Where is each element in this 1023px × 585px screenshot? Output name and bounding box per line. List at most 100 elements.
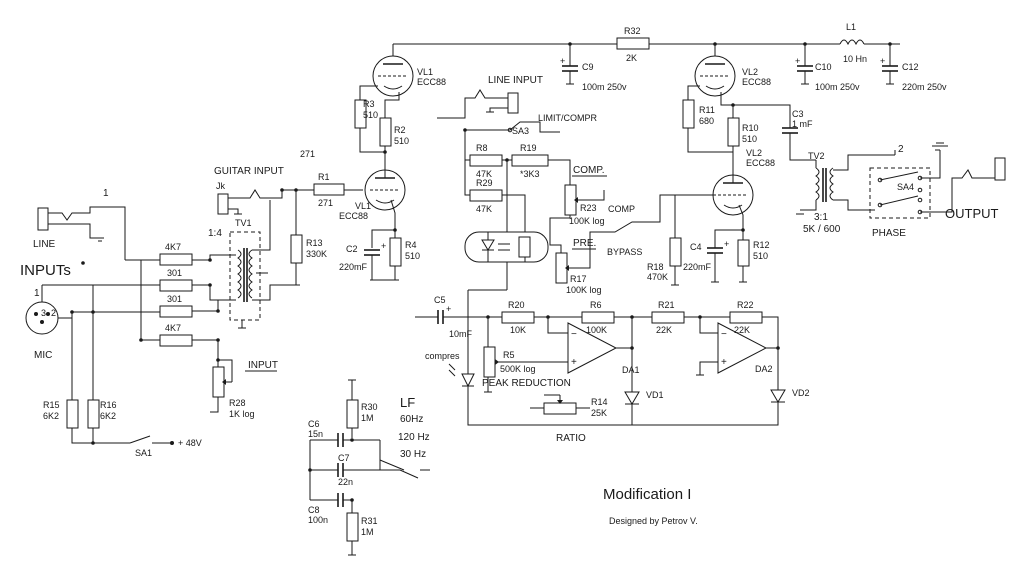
output-label: OUTPUT bbox=[945, 206, 999, 221]
c10-plus: + bbox=[795, 56, 800, 66]
r12-label: R12 bbox=[753, 240, 770, 250]
r19-value: *3K3 bbox=[520, 169, 540, 179]
lf-120hz: 120 Hz bbox=[398, 432, 430, 443]
r29-label: R29 bbox=[476, 178, 493, 188]
c8-value: 100n bbox=[308, 515, 328, 525]
r23-value: 100K log bbox=[569, 216, 605, 226]
vl1-a-label: VL1 bbox=[417, 67, 433, 77]
r11-label: R11 bbox=[699, 105, 715, 115]
node-271-label: 271 bbox=[300, 149, 315, 159]
r14-value: 25K bbox=[591, 408, 607, 418]
tv2-label: TV2 bbox=[808, 151, 825, 161]
r-301-b: 301 bbox=[167, 294, 182, 304]
r32-label: R32 bbox=[624, 26, 641, 36]
c8-label: C8 bbox=[308, 505, 320, 515]
r15-label: R15 bbox=[43, 400, 60, 410]
c10-label: C10 bbox=[815, 62, 832, 72]
r10-value: 510 bbox=[742, 134, 757, 144]
title: Modification I bbox=[603, 486, 691, 503]
r8-value: 47K bbox=[476, 169, 492, 179]
guitar-input-label: GUITAR INPUT bbox=[214, 166, 284, 177]
lf-30hz: 30 Hz bbox=[400, 449, 426, 460]
c5-plus: + bbox=[446, 304, 451, 314]
tv2-ratio: 3:1 bbox=[814, 212, 828, 223]
l1-label: L1 bbox=[846, 22, 856, 32]
r4-value: 510 bbox=[405, 251, 420, 261]
c6-label: C6 bbox=[308, 419, 320, 429]
pin-1: 1 bbox=[34, 288, 40, 299]
da1-minus: − bbox=[571, 329, 577, 340]
c2-value: 220mF bbox=[339, 262, 368, 272]
r30-label: R30 bbox=[361, 402, 378, 412]
r21-label: R21 bbox=[658, 300, 675, 310]
c12-plus: + bbox=[880, 56, 885, 66]
peak-reduction-label: PEAK REDUCTION bbox=[482, 378, 571, 389]
r28-value: 1K log bbox=[229, 409, 255, 419]
r30-value: 1M bbox=[361, 413, 374, 423]
c12-label: C12 bbox=[902, 62, 919, 72]
r18-label: R18 bbox=[647, 262, 664, 272]
sa3-label: SA3 bbox=[512, 126, 529, 136]
vl1-b-value: ECC88 bbox=[339, 211, 368, 221]
r13-label: R13 bbox=[306, 238, 323, 248]
r31-label: R31 bbox=[361, 516, 378, 526]
inputs-label: INPUTs bbox=[20, 262, 71, 279]
vl2-b-value: ECC88 bbox=[746, 158, 775, 168]
r21-value: 22K bbox=[656, 325, 672, 335]
c3-label: C3 bbox=[792, 109, 804, 119]
da1-label: DA1 bbox=[622, 365, 640, 375]
r31-value: 1M bbox=[361, 527, 374, 537]
r2-label: R2 bbox=[394, 125, 406, 135]
compres-label: compres bbox=[425, 351, 460, 361]
l1-value: 10 Hn bbox=[843, 54, 867, 64]
r16-label: R16 bbox=[100, 400, 117, 410]
c7-label: C7 bbox=[338, 453, 350, 463]
c2-label: C2 bbox=[346, 244, 358, 254]
line-input-label: LINE INPUT bbox=[488, 75, 543, 86]
lf-60hz: 60Hz bbox=[400, 414, 423, 425]
r17-label: R17 bbox=[570, 274, 587, 284]
r19-label: R19 bbox=[520, 143, 537, 153]
da2-label: DA2 bbox=[755, 364, 773, 374]
ratio-label: RATIO bbox=[556, 433, 586, 444]
r18-value: 470K bbox=[647, 272, 668, 282]
c4-value: 220mF bbox=[683, 262, 712, 272]
r11-value: 680 bbox=[699, 116, 714, 126]
c3-value: 1 mF bbox=[792, 119, 813, 129]
r12-value: 510 bbox=[753, 251, 768, 261]
c10-value: 100m 250v bbox=[815, 82, 860, 92]
da2-minus: − bbox=[721, 329, 727, 340]
r6-label: R6 bbox=[590, 300, 602, 310]
c9-plus: + bbox=[560, 56, 565, 66]
r32-value: 2K bbox=[626, 53, 637, 63]
r-4k7-b: 4K7 bbox=[165, 323, 181, 333]
phantom-48v: + 48V bbox=[178, 438, 202, 448]
da1-plus: + bbox=[571, 357, 577, 368]
da2-plus: + bbox=[721, 357, 727, 368]
r14-label: R14 bbox=[591, 397, 608, 407]
vl1-b-label: VL1 bbox=[355, 201, 371, 211]
tv1-ratio: 1:4 bbox=[208, 228, 222, 239]
pin-2: 2 bbox=[51, 308, 56, 318]
bypass-label: BYPASS bbox=[607, 247, 642, 257]
vl2-a-label: VL2 bbox=[742, 67, 758, 77]
line-jack bbox=[37, 206, 126, 260]
lf-label: LF bbox=[400, 395, 415, 410]
r17-value: 100K log bbox=[566, 285, 602, 295]
r20-value: 10K bbox=[510, 325, 526, 335]
c7-value: 22n bbox=[338, 477, 353, 487]
line-label: LINE bbox=[33, 239, 56, 250]
input-control-label: INPUT bbox=[248, 360, 278, 371]
r-301-a: 301 bbox=[167, 268, 182, 278]
c5-value: 10mF bbox=[449, 329, 473, 339]
r23-label: R23 bbox=[580, 203, 597, 213]
sa4-label: SA4 bbox=[897, 182, 914, 192]
r22-value: 22K bbox=[734, 325, 750, 335]
c9-value: 100m 250v bbox=[582, 82, 627, 92]
c6-value: 15n bbox=[308, 429, 323, 439]
c5-label: C5 bbox=[434, 295, 446, 305]
vl2-b-label: VL2 bbox=[746, 148, 762, 158]
r1-value: 271 bbox=[318, 198, 333, 208]
r15-value: 6K2 bbox=[43, 411, 59, 421]
node-1-label: 1 bbox=[103, 188, 109, 199]
